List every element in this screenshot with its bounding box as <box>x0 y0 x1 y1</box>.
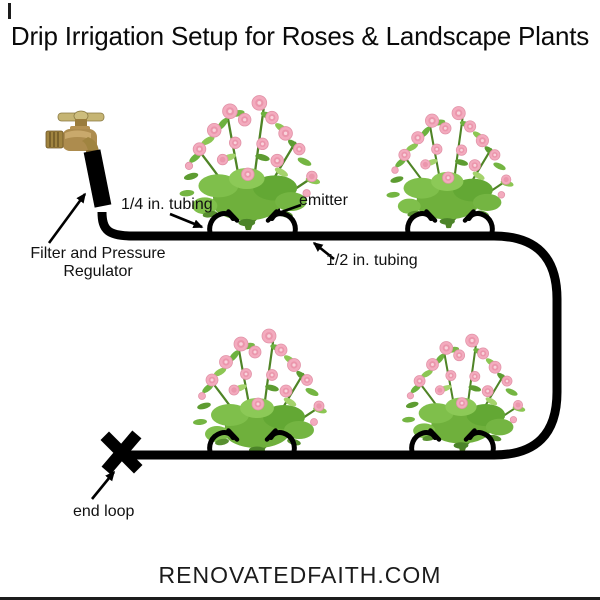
frame-border-bottom <box>0 597 600 600</box>
arrow-filter-regulator <box>47 192 87 244</box>
end-loop-cross-icon <box>100 430 143 475</box>
label-half-tubing: 1/2 in. tubing <box>326 252 418 269</box>
faucet-icon <box>45 110 105 157</box>
arrow-end-loop <box>90 470 116 500</box>
arrow-quarter-tubing <box>169 212 204 229</box>
label-filter-pressure-regulator: Filter and Pressure Regulator <box>18 245 178 281</box>
site-watermark: RENOVATEDFAITH.COM <box>158 562 442 588</box>
half-inch-tubing-line <box>97 211 562 460</box>
label-emitter: emitter <box>299 192 348 209</box>
rose-bush-top-right <box>385 105 516 229</box>
label-end-loop: end loop <box>73 503 135 520</box>
label-filter-line1: Filter and Pressure <box>30 245 166 262</box>
arrow-half-tubing <box>312 241 335 261</box>
filter-pressure-regulator-bar-icon <box>83 149 112 208</box>
diagram-title: Drip Irrigation Setup for Roses & Landsc… <box>10 21 590 51</box>
label-filter-line2: Regulator <box>63 263 133 280</box>
frame-artifact-top-left <box>8 3 11 19</box>
label-quarter-tubing: 1/4 in. tubing <box>121 196 213 213</box>
arrow-emitter <box>271 203 302 217</box>
